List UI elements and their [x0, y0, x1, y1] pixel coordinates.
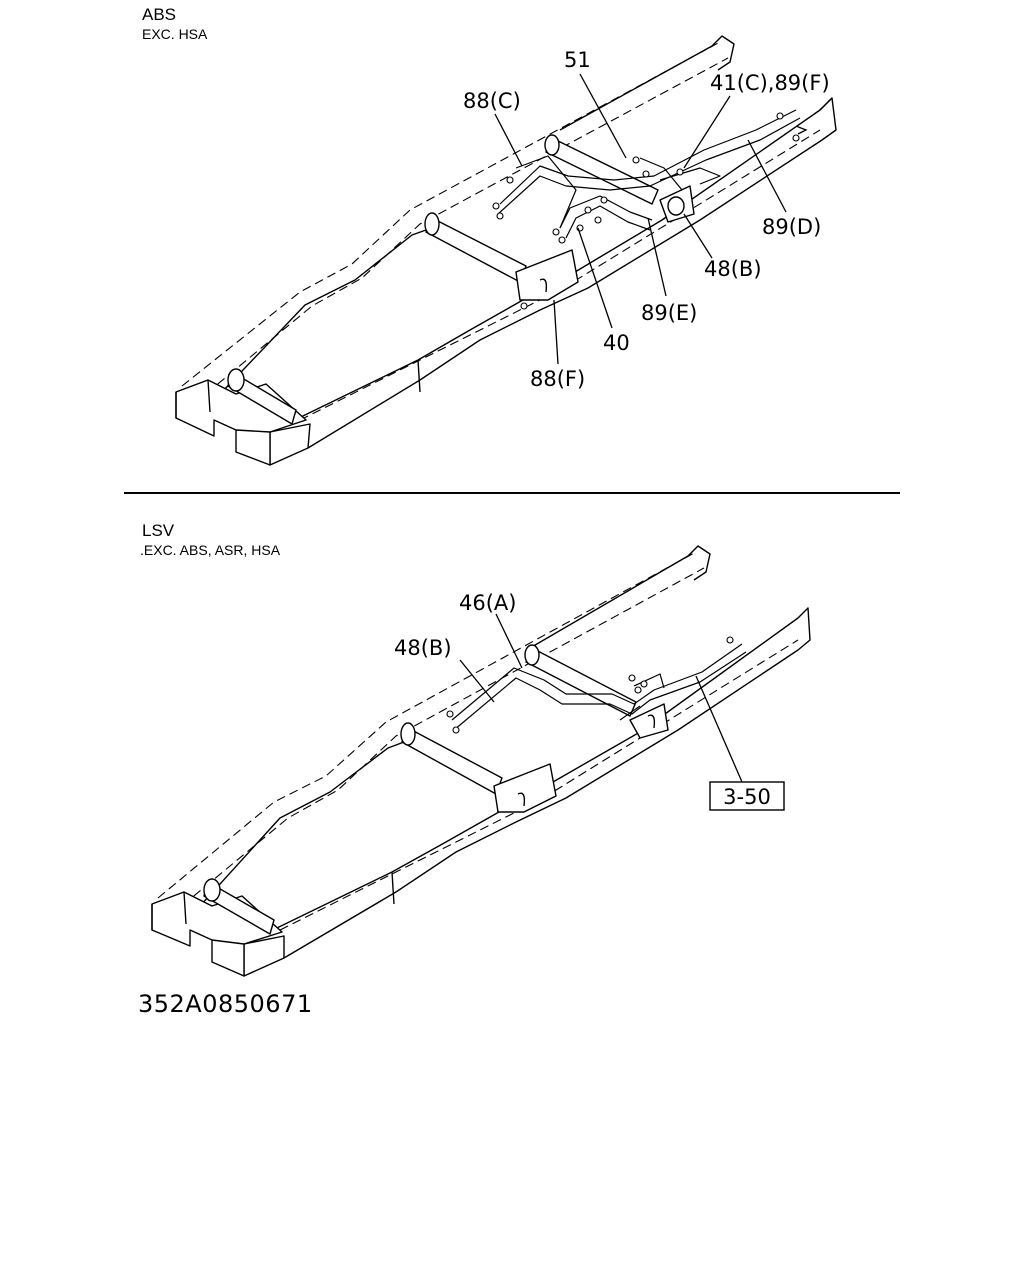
label-40: 40 [603, 331, 630, 355]
label-48b-top: 48(B) [704, 257, 762, 281]
label-41c-89f: 41(C),89(F) [710, 71, 830, 95]
label-88c: 88(C) [463, 89, 521, 113]
top-section-subtitle: EXC. HSA [142, 26, 208, 42]
bottom-section-subtitle: .EXC. ABS, ASR, HSA [140, 542, 281, 558]
top-leader-lines [494, 73, 787, 365]
label-51: 51 [564, 48, 591, 72]
label-46a: 46(A) [459, 591, 516, 615]
top-fasteners [492, 112, 808, 310]
top-section-title: ABS [142, 5, 177, 24]
bottom-brake-pipes [451, 643, 747, 731]
section-divider [124, 492, 900, 494]
label-89d: 89(D) [762, 215, 821, 239]
label-89e: 89(E) [641, 301, 697, 325]
bottom-chassis-frame [151, 545, 811, 977]
bottom-section-title: LSV [142, 521, 175, 540]
label-88f: 88(F) [530, 367, 585, 391]
drawing-code: 352A0850671 [138, 990, 313, 1018]
label-48b-bottom: 48(B) [394, 636, 452, 660]
bottom-fasteners [446, 636, 734, 734]
ref-box-3-50[interactable] [709, 781, 785, 811]
label-ref-3-50[interactable]: 3-50 [723, 785, 771, 809]
top-chassis-frame [175, 35, 837, 466]
bottom-leader-lines [459, 613, 743, 783]
